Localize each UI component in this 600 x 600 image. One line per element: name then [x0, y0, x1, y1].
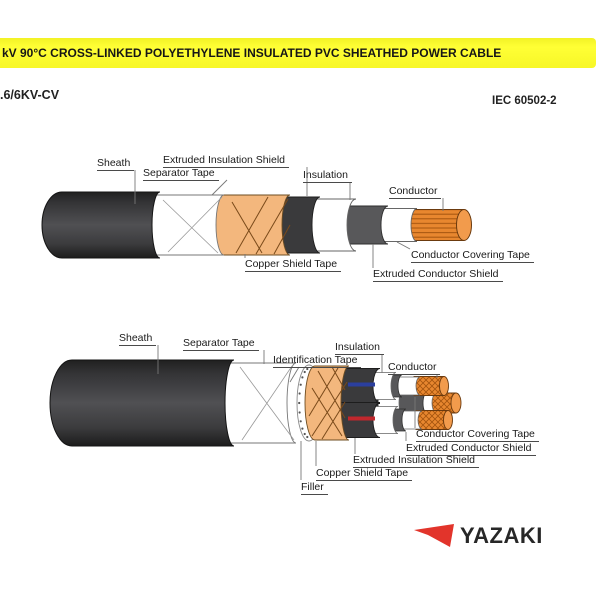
label-extruded-conductor-shield: Extruded Conductor Shield [406, 442, 536, 456]
copper-shield-tape-layer [215, 194, 291, 256]
extruded-insulation-shield-layer [281, 196, 321, 254]
sheath-layer [49, 359, 235, 447]
top-core [339, 368, 449, 404]
conductor-covering-tape-layer [377, 208, 418, 242]
core-stripe-blue [348, 382, 375, 387]
label-copper-shield-tape: Copper Shield Tape [316, 467, 413, 481]
label-extruded-insulation-shield: Extruded Insulation Shield [163, 154, 289, 168]
label-extruded-insulation-shield: Extruded Insulation Shield [353, 454, 479, 468]
yazaki-logo-mark [414, 524, 454, 547]
three-core-cable-diagram [49, 345, 462, 480]
leader-lines [157, 345, 438, 480]
standard-reference: IEC 60502-2 [492, 95, 557, 107]
page-title: kV 90°C CROSS-LINKED POLYETHYLENE INSULA… [2, 46, 502, 60]
label-identification-tape: Identification Tape [273, 354, 362, 368]
insulation-layer [309, 198, 357, 252]
bottom-core [339, 402, 453, 438]
filler-dots [298, 367, 309, 439]
label-sheath: Sheath [119, 332, 157, 346]
label-conductor: Conductor [388, 361, 441, 375]
label-conductor: Conductor [389, 185, 442, 199]
separator-tape-layer [219, 362, 297, 444]
label-conductor-covering-tape: Conductor Covering Tape [416, 428, 539, 442]
conductor-end-cap [456, 209, 472, 241]
extruded-conductor-shield-layer [345, 205, 389, 245]
label-separator-tape: Separator Tape [143, 167, 219, 181]
label-insulation: Insulation [335, 341, 384, 355]
separator-tape-layer [149, 194, 225, 256]
yazaki-logo-text: YAZAKI [460, 523, 543, 548]
label-insulation: Insulation [303, 169, 352, 183]
sheath-layer [41, 191, 161, 259]
label-separator-tape: Separator Tape [183, 337, 259, 351]
conductor-layer [404, 209, 472, 241]
label-extruded-conductor-shield: Extruded Conductor Shield [373, 268, 503, 282]
yazaki-logo: YAZAKI [414, 523, 543, 549]
cable-type-code: .6/6KV-CV [0, 88, 60, 102]
copper-shield-tape-layer [304, 365, 350, 441]
header-bar: kV 90°C CROSS-LINKED POLYETHYLENE INSULA… [0, 38, 596, 68]
single-core-cable-diagram [41, 167, 472, 268]
label-filler: Filler [301, 481, 328, 495]
leader-lines [134, 167, 444, 268]
core-stripe-red [348, 416, 375, 421]
label-conductor-covering-tape: Conductor Covering Tape [411, 249, 534, 263]
label-sheath: Sheath [97, 157, 135, 171]
label-copper-shield-tape: Copper Shield Tape [245, 258, 342, 272]
